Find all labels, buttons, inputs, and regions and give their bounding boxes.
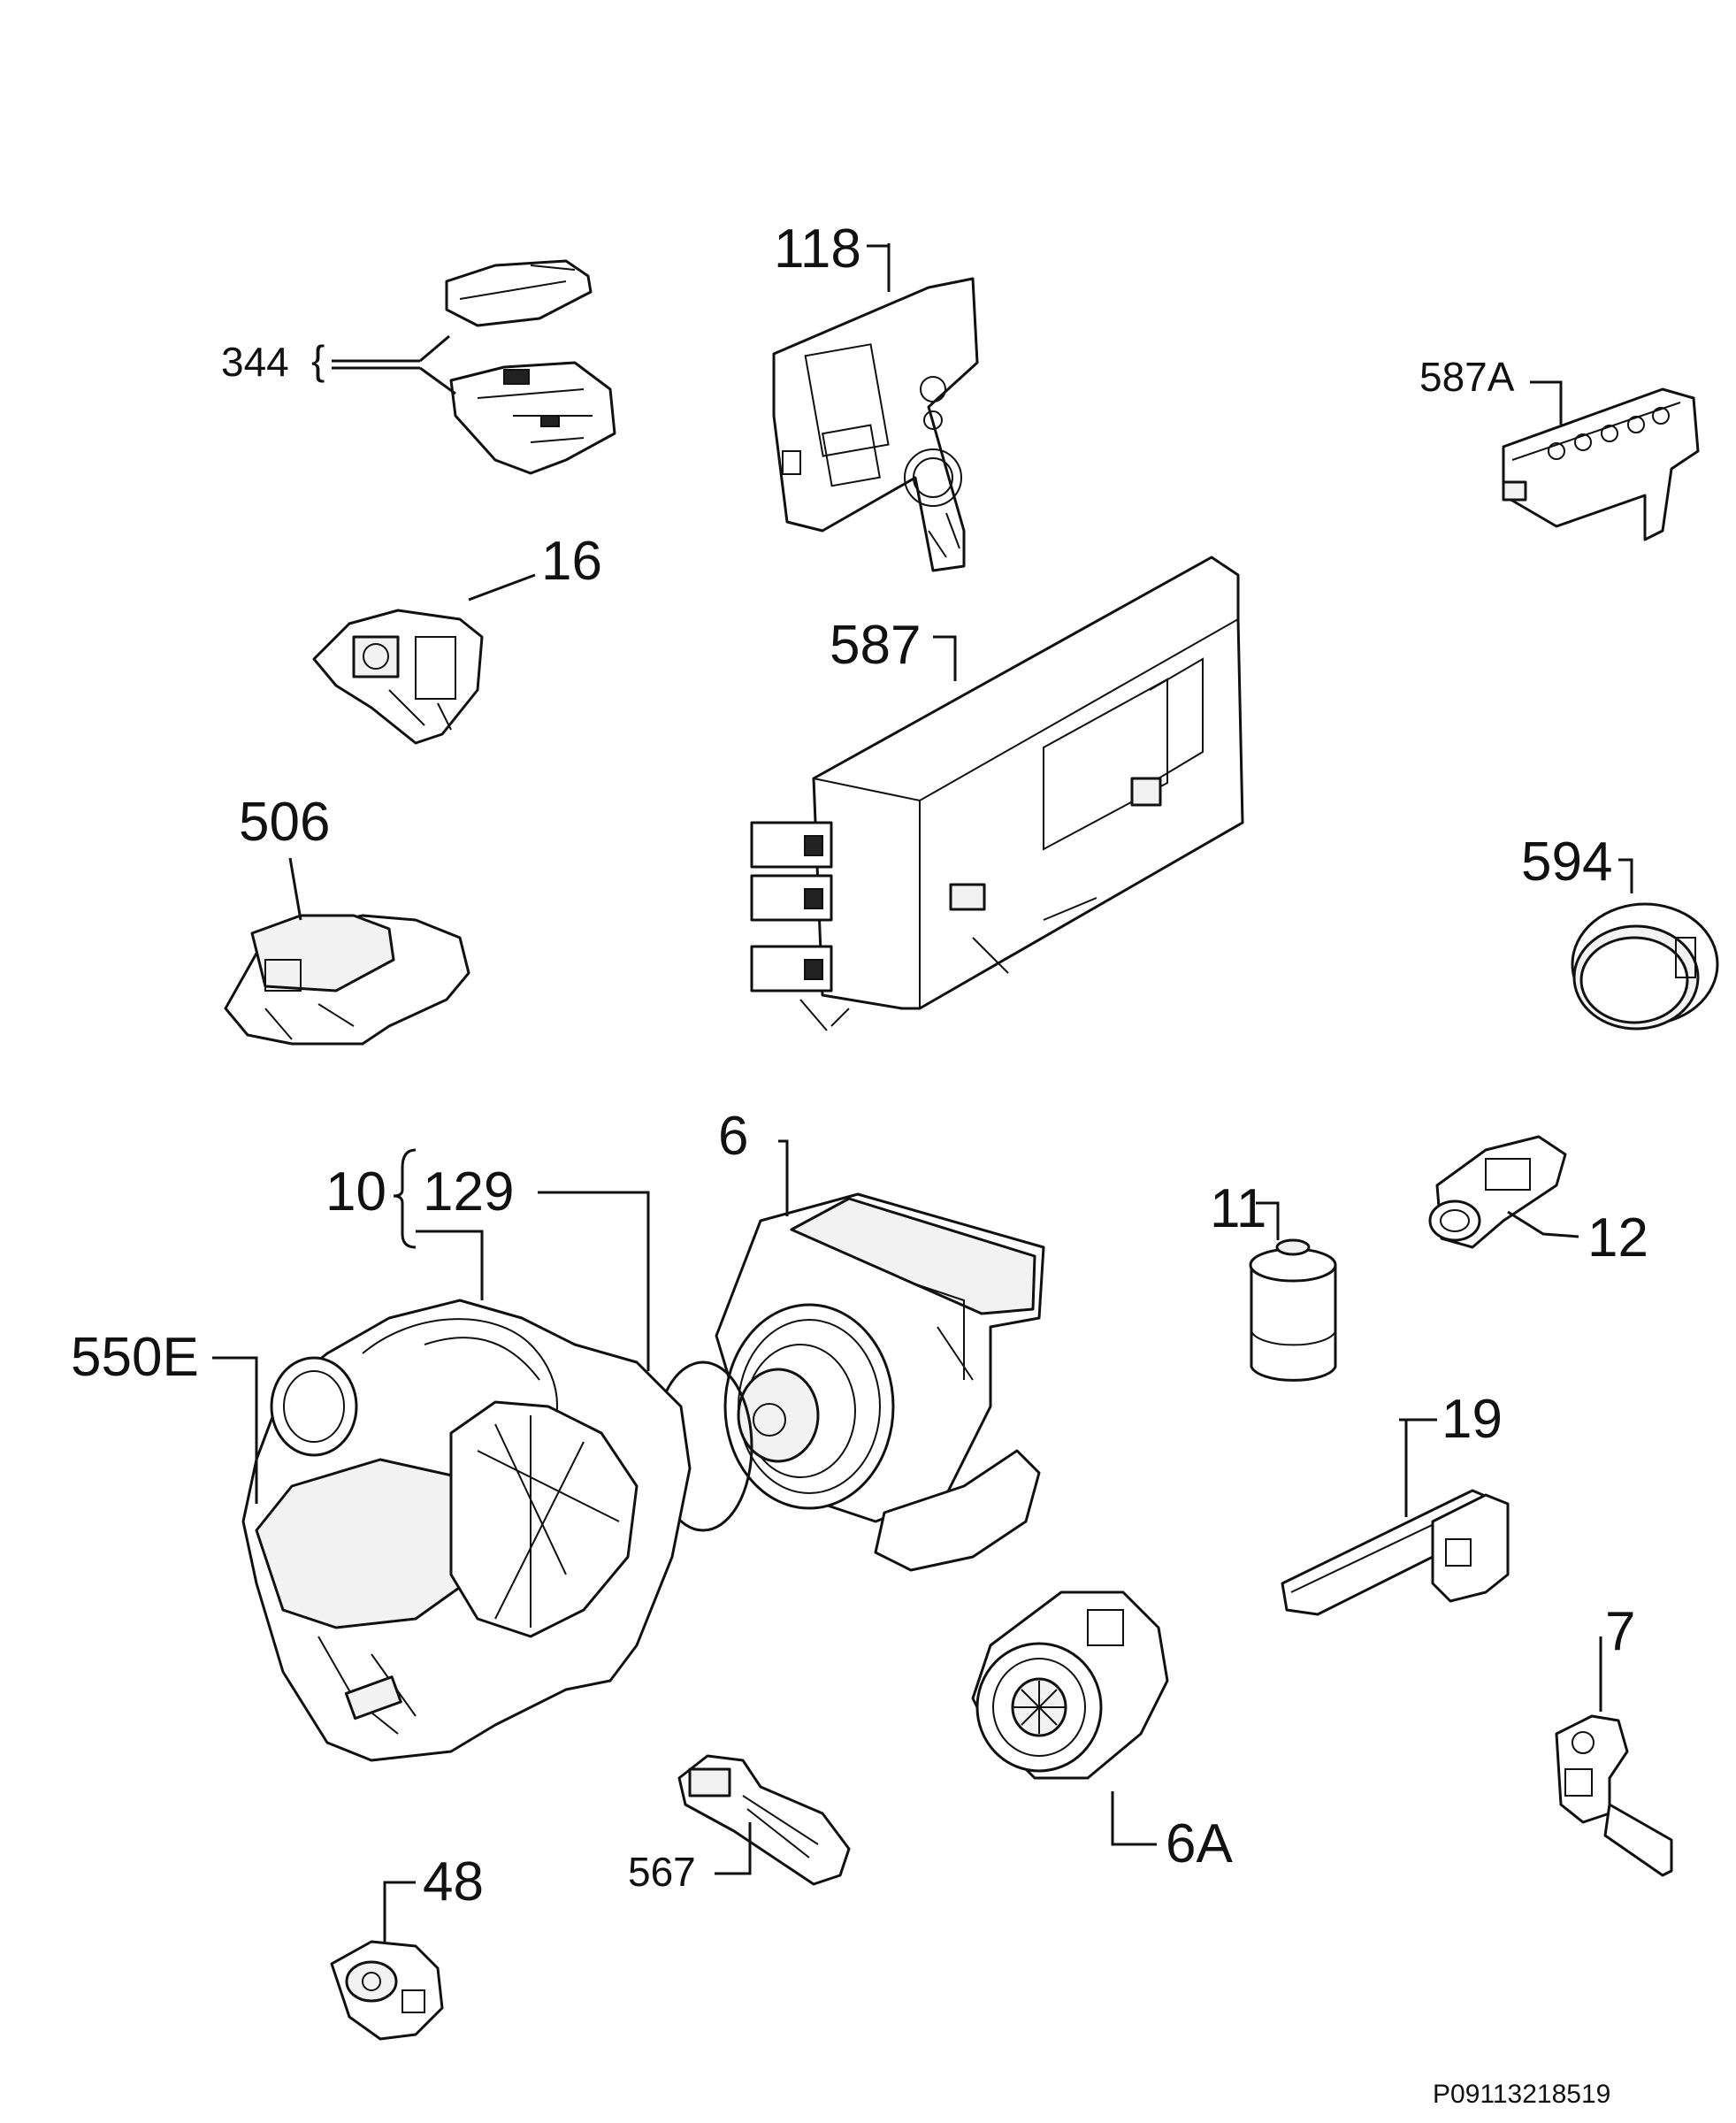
part-567: 567 (628, 1754, 851, 1895)
label-7: 7 (1605, 1601, 1635, 1662)
part-7: 7 (1555, 1601, 1673, 1877)
part-587A: 587A (1419, 354, 1700, 541)
part-10: 10 (325, 1148, 484, 1300)
part-19: 19 (1281, 1389, 1510, 1616)
part-48: 48 (330, 1851, 484, 2041)
part-6: 6 (715, 1106, 1045, 1572)
label-10: 10 (325, 1161, 386, 1222)
label-567: 567 (628, 1849, 696, 1895)
label-118: 118 (774, 218, 861, 280)
label-19: 19 (1442, 1389, 1503, 1450)
part-506: 506 (224, 792, 470, 1046)
label-344: 344 (221, 339, 289, 385)
label-48: 48 (423, 1851, 484, 1912)
label-129: 129 (423, 1161, 514, 1222)
label-11: 11 (1210, 1178, 1266, 1239)
part-11: 11 (1210, 1178, 1337, 1382)
part-594: 594 (1521, 832, 1719, 1031)
label-587A: 587A (1419, 354, 1515, 400)
label-594: 594 (1521, 832, 1612, 893)
label-587: 587 (830, 615, 921, 676)
label-16: 16 (541, 531, 602, 592)
label-6A: 6A (1166, 1813, 1233, 1874)
part-118: 118 (772, 218, 979, 572)
brace-344: { (311, 337, 325, 383)
part-16: 16 (312, 531, 602, 745)
part-344: 344 { (221, 259, 616, 475)
label-506: 506 (239, 792, 330, 853)
part-550E: 550E (71, 1299, 692, 1762)
part-587: 587 (750, 556, 1244, 1031)
label-6: 6 (718, 1106, 748, 1167)
label-12: 12 (1587, 1207, 1648, 1268)
part-6A: 6A (971, 1590, 1233, 1874)
drawing-code: P09113218519 (1433, 2080, 1610, 2109)
label-550E: 550E (71, 1327, 199, 1388)
part-12: 12 (1428, 1135, 1648, 1268)
